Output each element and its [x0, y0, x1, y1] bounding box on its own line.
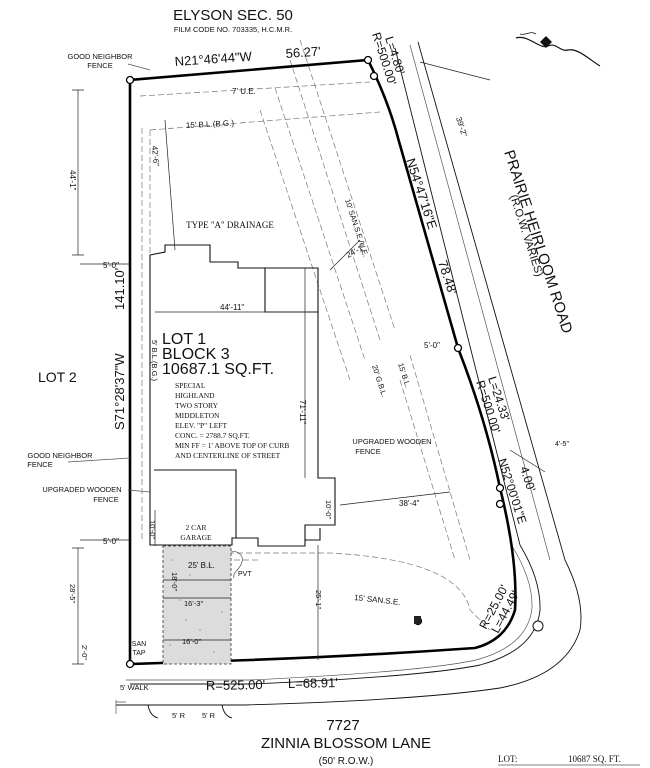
svg-text:MIN FF = 1' ABOVE TOP OF CURB: MIN FF = 1' ABOVE TOP OF CURB — [175, 441, 289, 450]
drainage-label: TYPE "A" DRAINAGE — [186, 220, 274, 230]
lot2-label: LOT 2 — [38, 369, 77, 385]
fence-upg-right-1: UPGRADED WOODEN — [352, 437, 431, 446]
bl5-label: 5' B.L.(B.G.) — [150, 340, 159, 382]
radius5-a: 5' R — [172, 711, 186, 720]
svg-text:TWO STORY: TWO STORY — [175, 401, 219, 410]
north-bearing: N21°46'44"W — [174, 49, 253, 69]
west-bearing: S71°28'37"W — [112, 353, 127, 430]
film-code: FILM CODE NO. 703335, H.C.M.R. — [174, 25, 292, 34]
san-se15-label: 15' SAN.S.E. — [354, 593, 401, 607]
dim-18-0: 18'-0" — [170, 572, 179, 591]
fence-upg-right-2: FENCE — [355, 447, 380, 456]
curve4-radius: R=525.00' — [206, 677, 265, 693]
svg-text:HIGHLAND: HIGHLAND — [175, 391, 215, 400]
lot-number: LOT 1 — [162, 331, 206, 348]
sewer-box-icon — [414, 616, 421, 624]
street-lines — [115, 39, 582, 719]
bl15-label: 15' B.L. — [396, 362, 412, 389]
san-tap-2: TAP — [132, 650, 145, 657]
subdivision-title: ELYSON SEC. 50 — [173, 7, 293, 24]
lot-boundary — [128, 58, 517, 666]
driveway — [162, 545, 232, 665]
dim-39-2: 39'-2" — [454, 116, 469, 138]
curve4-length: L=68.91' — [288, 675, 338, 691]
fence-mid-2: FENCE — [27, 460, 52, 469]
svg-text:SPECIAL: SPECIAL — [175, 381, 206, 390]
west-distance: 141.10' — [112, 268, 127, 310]
dim-28-5: 28'-5" — [68, 584, 77, 603]
gbl20-label: 20' G.B.L. — [370, 364, 389, 398]
lane-name: ZINNIA BLOSSOM LANE — [261, 735, 431, 752]
footer-lot-area: 10687 SQ. FT. — [568, 754, 621, 764]
footer-lot-label: LOT: — [498, 754, 518, 764]
address-number: 7727 — [326, 717, 359, 734]
walk-label: 5' WALK — [120, 683, 149, 692]
pvt-label: PVT — [238, 571, 252, 578]
svg-text:CONC. = 2788.7 SQ.FT.: CONC. = 2788.7 SQ.FT. — [175, 431, 250, 440]
san-tap-1: SAN — [132, 641, 146, 648]
north-distance: 56.27' — [285, 44, 321, 61]
road-name: PRAIRIE HEIRLOOM ROAD — [500, 148, 575, 336]
driveway-texture — [169, 559, 223, 653]
dim-25-1: 25'-1" — [314, 590, 323, 609]
dim-38-4: 38'-4" — [399, 499, 420, 508]
radius5-b: 5' R — [202, 711, 216, 720]
dim-16-0: 16'-0" — [182, 637, 201, 646]
easement-lines — [139, 81, 381, 540]
house-footprint — [149, 244, 336, 547]
dim-2-0: 2'-0" — [80, 645, 89, 660]
svg-text:MIDDLETON: MIDDLETON — [175, 411, 220, 420]
dim-42-6: 42'-6" — [150, 145, 161, 166]
bl-bg-label: 15' B.L.(B.G.) — [186, 118, 235, 130]
garage-label-2: GARAGE — [180, 533, 212, 542]
lane-row: (50' R.O.W.) — [319, 756, 374, 767]
east2-distance: 4.00' — [517, 465, 538, 494]
lot-area: 10687.1 SQ.FT. — [162, 361, 274, 378]
dimension-lines — [72, 61, 546, 665]
walkway — [230, 551, 243, 579]
dim-4-5: 4'-5" — [555, 441, 569, 448]
fence-upg-left-2: FENCE — [93, 495, 118, 504]
dim-10-0a: 10'-0" — [148, 520, 157, 539]
house-notes: SPECIAL HIGHLAND TWO STORY MIDDLETON ELE… — [175, 381, 289, 460]
dim-5-0c: 5'-0" — [424, 341, 440, 350]
dim-5-0a: 5'-0" — [103, 261, 119, 270]
dim-71-11: 71'-11" — [298, 400, 307, 424]
dim-10-0b: 10'-0" — [324, 500, 333, 519]
svg-text:AND CENTERLINE OF STREET: AND CENTERLINE OF STREET — [175, 451, 281, 460]
dim-44-11: 44'-11" — [220, 303, 244, 312]
fence-top-1: GOOD NEIGHBOR — [67, 52, 133, 61]
garage-label-1: 2 CAR — [185, 523, 206, 532]
fence-top-2: FENCE — [87, 61, 112, 70]
ue-label: 7' U.E. — [232, 87, 256, 96]
block-number: BLOCK 3 — [162, 346, 230, 363]
svg-text:ELEV. "P" LEFT: ELEV. "P" LEFT — [175, 421, 227, 430]
fence-mid-1: GOOD NEIGHBOR — [27, 451, 93, 460]
fence-upg-left-1: UPGRADED WOODEN — [42, 485, 121, 494]
bl25-label: 25' B.L. — [188, 561, 215, 570]
leader-lines — [67, 63, 151, 493]
dim-5-0b: 5'-0" — [103, 537, 119, 546]
north-arrow-icon — [515, 32, 601, 67]
dim-44-1: 44'-1" — [68, 170, 77, 191]
dim-16-3: 16'-3" — [184, 599, 203, 608]
